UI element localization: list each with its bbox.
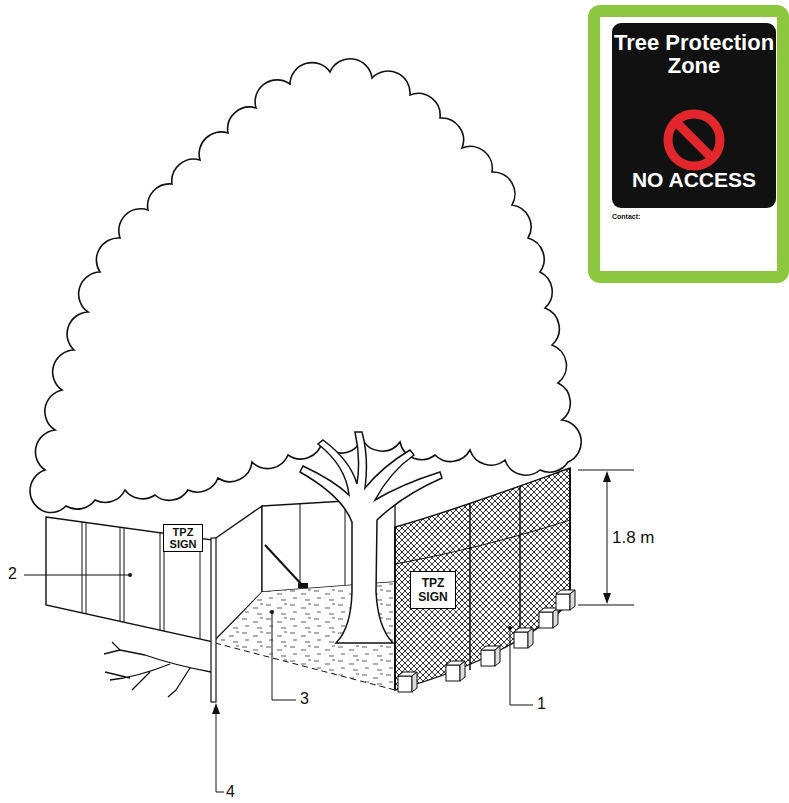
contact-text: Contact: — [612, 212, 772, 221]
leader-line — [216, 714, 224, 792]
block-face — [398, 676, 412, 692]
leader-line — [24, 575, 128, 576]
zone-boundary-dashed — [215, 643, 395, 690]
mesh-fence-post — [519, 486, 521, 648]
concrete-block — [398, 672, 417, 692]
hoarding-post — [300, 504, 301, 589]
leader-dot — [270, 610, 274, 614]
sign-heading: Tree Protection Zone — [612, 31, 776, 77]
prohibition-ring — [668, 114, 720, 166]
mesh-fence — [395, 468, 570, 690]
callout-number: 1 — [537, 695, 546, 713]
sign-text: TPZ SIGN — [411, 576, 455, 604]
hoarding-post — [345, 501, 346, 586]
block-side — [553, 608, 558, 628]
block-face — [514, 632, 528, 648]
leader-arrowhead — [212, 703, 220, 714]
tpz-sign-board: Contact: Tree Protection Zone NO ACCESS — [588, 5, 789, 283]
block-side — [570, 590, 575, 610]
tpz-sign: TPZ SIGN — [163, 524, 203, 552]
leader-dot — [508, 626, 512, 630]
block-face — [556, 594, 570, 610]
concrete-block — [539, 608, 558, 628]
hoarding-post — [200, 538, 201, 639]
tpz-sign: TPZ SIGN — [410, 571, 456, 609]
concrete-block — [556, 590, 575, 610]
hoarding-brace — [265, 545, 303, 586]
tree-canopy — [30, 59, 581, 513]
dimension-arrowhead — [603, 593, 611, 604]
hoarding-post — [120, 527, 121, 621]
prohibition-slash — [676, 122, 712, 158]
block-side — [460, 661, 465, 681]
tree-roots — [104, 642, 211, 697]
callout-number: 4 — [226, 783, 235, 801]
dimension-tick — [578, 605, 634, 606]
dimension-line — [607, 480, 608, 595]
callout-number: 3 — [300, 690, 309, 708]
leader-line — [510, 628, 533, 705]
hoarding-post — [86, 522, 87, 614]
hoarding-post — [160, 533, 161, 630]
mesh-fence-post — [394, 527, 396, 690]
concrete-block — [481, 646, 500, 666]
block-side — [528, 628, 533, 648]
block-face — [539, 612, 553, 628]
block-face — [446, 665, 460, 681]
dimension-label: 1.8 m — [612, 528, 655, 548]
leader-line — [272, 612, 296, 700]
dimension-tick — [578, 470, 634, 471]
mesh-fence-wire — [395, 520, 570, 564]
mesh-fence-post — [469, 503, 471, 670]
hoarding-post — [82, 522, 83, 613]
mesh-fence-post — [569, 468, 571, 602]
leader-dot — [128, 573, 132, 577]
corner-post — [211, 538, 216, 702]
brace-foot — [298, 583, 308, 588]
sign-warning: NO ACCESS — [612, 168, 776, 192]
block-side — [412, 672, 417, 692]
concrete-block — [446, 661, 465, 681]
callout-number: 2 — [8, 565, 17, 583]
sign-panel: Tree Protection Zone NO ACCESS — [612, 23, 776, 208]
dimension-arrowhead — [603, 471, 611, 482]
concrete-block — [514, 628, 533, 648]
hoarding-front-panel — [46, 517, 213, 642]
block-face — [481, 650, 495, 666]
block-side — [495, 646, 500, 666]
sign-text: TPZ SIGN — [164, 526, 202, 550]
